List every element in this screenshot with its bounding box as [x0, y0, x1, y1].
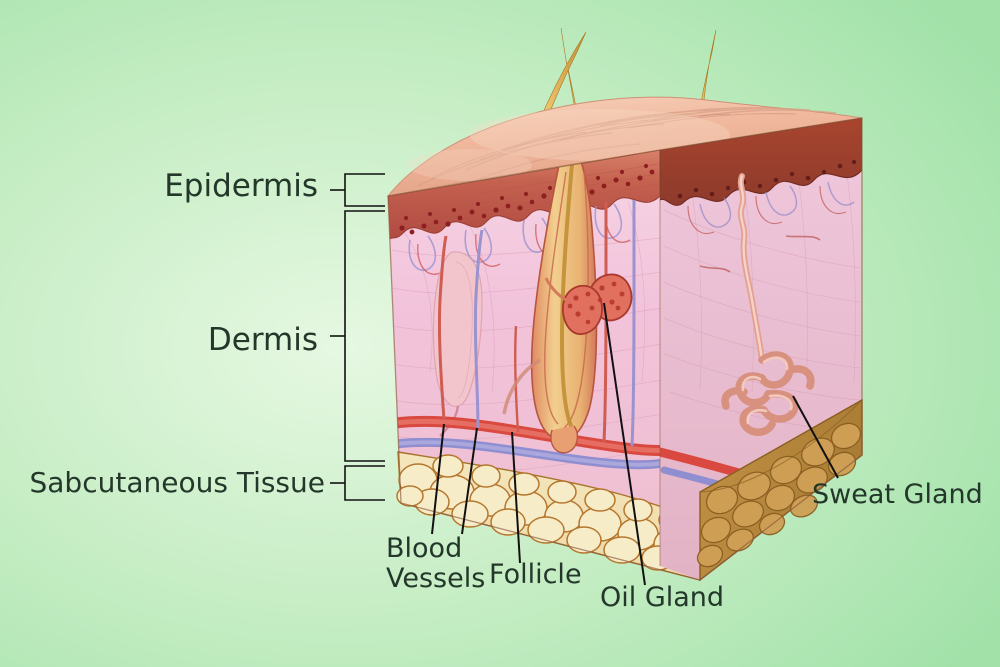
label-follicle: Follicle [489, 559, 582, 590]
subcutaneous-fat-front [396, 451, 701, 581]
label-subcutaneous: Sabcutaneous Tissue [30, 466, 326, 499]
subcutaneous-fat-side [696, 398, 863, 582]
label-dermis: Dermis [208, 322, 318, 358]
oil-gland [544, 273, 633, 335]
leader-follicle-0 [511, 431, 521, 564]
leader-blood-vessels-1 [461, 427, 478, 535]
skin-block [386, 27, 863, 582]
label-epidermis: Epidermis [164, 168, 318, 204]
leader-lines [431, 302, 839, 586]
label-oil-gland: Oil Gland [600, 582, 724, 613]
sweat-gland [721, 173, 815, 436]
leader-oil-gland-0 [603, 302, 646, 586]
leader-blood-vessels-0 [431, 423, 445, 535]
layer-brackets [330, 173, 385, 501]
leader-sweat-gland-0 [792, 395, 839, 479]
label-sweat-gland: Sweat Gland [812, 479, 983, 510]
